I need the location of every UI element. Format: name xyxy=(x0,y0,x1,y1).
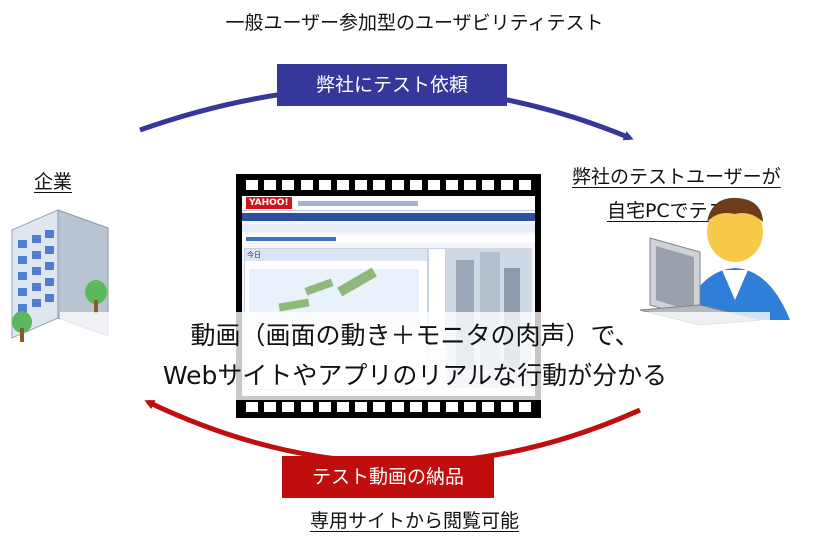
tester-label-line1: 弊社のテストユーザーが xyxy=(572,166,781,188)
caption-line1: 動画（画面の動き＋モニタの肉声）で、 xyxy=(190,321,640,350)
diagram-title: 一般ユーザー参加型のユーザビリティテスト xyxy=(225,12,604,34)
tab-today: 今日 xyxy=(245,249,427,261)
footer-label: 専用サイトから閲覧可能 xyxy=(309,510,519,532)
tester-label: 弊社のテストユーザーが 自宅PCでテスト xyxy=(572,160,781,228)
site-logo: YAHOO! xyxy=(246,197,292,209)
film-perforations-top xyxy=(246,180,531,190)
video-caption: 動画（画面の動き＋モニタの肉声）で、 Webサイトやアプリのリアルな行動が分かる xyxy=(60,312,770,400)
film-perforations-bottom xyxy=(246,402,531,412)
company-label: 企業 xyxy=(34,171,73,193)
request-badge: 弊社にテスト依頼 xyxy=(277,64,507,106)
delivery-badge: テスト動画の納品 xyxy=(282,456,494,498)
caption-line2: Webサイトやアプリのリアルな行動が分かる xyxy=(162,361,668,390)
tester-label-line2: 自宅PCでテスト xyxy=(606,200,746,222)
